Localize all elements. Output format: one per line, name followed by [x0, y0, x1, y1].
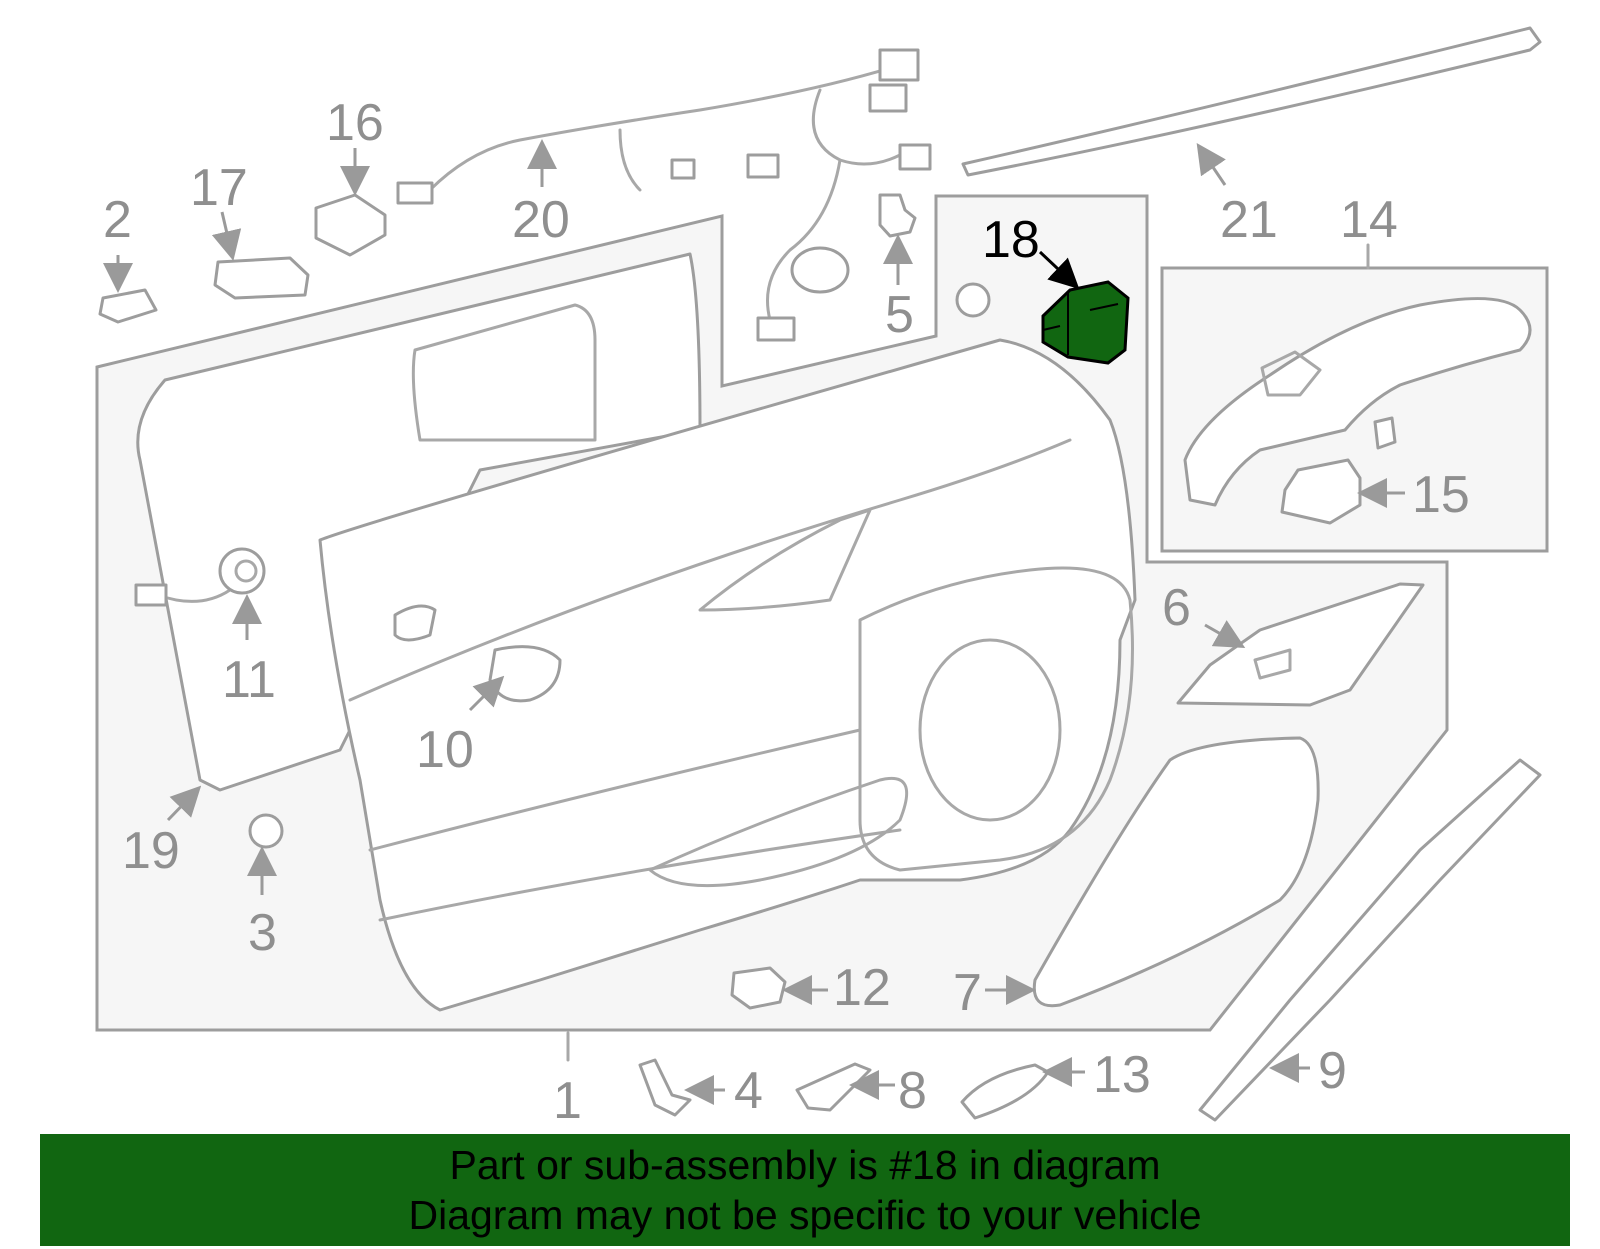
callout-18: 18 — [982, 211, 1040, 269]
callout-12: 12 — [833, 959, 891, 1017]
switch-17-part — [213, 256, 310, 300]
callout-13: 13 — [1093, 1046, 1151, 1104]
bezel-6-part — [1176, 582, 1425, 707]
leader-18 — [1038, 250, 1080, 290]
wiring-harness-branch-3 — [838, 153, 902, 166]
callout-5: 5 — [885, 286, 914, 344]
callout-17: 17 — [190, 159, 248, 217]
door-trim-armrest — [648, 777, 909, 888]
callout-14: 14 — [1340, 191, 1398, 249]
info-banner: Part or sub-assembly is #18 in diagram D… — [40, 1134, 1570, 1246]
switch-15-part — [1280, 458, 1362, 525]
banner-line-2: Diagram may not be specific to your vehi… — [408, 1192, 1202, 1238]
callout-19: 19 — [122, 822, 180, 880]
callout-20: 20 — [512, 191, 570, 249]
bezel-6-handle — [1253, 648, 1292, 680]
pushpin-3-part — [248, 813, 284, 849]
door-trim-inner-frame — [858, 566, 1134, 872]
speaker-opening — [918, 638, 1062, 822]
clip-2-part — [98, 288, 158, 324]
leader-21 — [1196, 143, 1227, 186]
door-trim-lower — [368, 728, 862, 852]
switch-bezel-part — [1183, 297, 1532, 507]
wiring-harness-branch-1 — [766, 88, 842, 322]
switch-bezel-opening — [1260, 350, 1322, 397]
door-lock-switch-18-detail — [1042, 293, 1119, 355]
callout-6: 6 — [1162, 579, 1191, 637]
callout-16: 16 — [326, 94, 384, 152]
leader-10 — [468, 675, 505, 712]
door-trim-panel-part — [318, 338, 1137, 1012]
wiring-harness-branch-2 — [618, 128, 642, 192]
callout-9: 9 — [1318, 1042, 1347, 1100]
callout-7: 7 — [953, 964, 982, 1022]
callout-21: 21 — [1220, 191, 1278, 249]
switch-12-part — [730, 966, 787, 1010]
leader-17 — [211, 211, 242, 261]
clip-14-part — [1373, 416, 1397, 450]
callout-15: 15 — [1412, 466, 1470, 524]
wiring-harness-part — [428, 63, 902, 192]
leader-6 — [1204, 620, 1246, 648]
callout-8: 8 — [898, 1062, 927, 1120]
callout-4: 4 — [734, 1062, 763, 1120]
switch-16-part — [314, 193, 387, 257]
harness-connector-a — [396, 181, 434, 205]
pushpin-5-part — [878, 193, 917, 238]
harness-connector-f — [756, 316, 796, 342]
callout-2: 2 — [103, 191, 132, 249]
seal-7-part — [1032, 736, 1320, 1008]
callout-10: 10 — [416, 721, 474, 779]
harness-connector-d — [746, 153, 780, 179]
connector-11 — [134, 583, 168, 607]
banner-line-1: Part or sub-assembly is #18 in diagram — [449, 1142, 1161, 1188]
leader-19 — [166, 785, 202, 822]
tweeter-11-part — [218, 547, 266, 595]
deflector-window-cut — [411, 303, 597, 442]
trim-9-part — [1198, 758, 1542, 1122]
door-lock-switch-18-highlight — [1041, 280, 1130, 365]
tweeter-11-inner — [234, 559, 258, 583]
door-trim-handle-bezel — [698, 508, 872, 612]
handle-13-part — [960, 1063, 1050, 1120]
callout-11: 11 — [222, 651, 276, 709]
handle-part — [393, 604, 437, 642]
cover-8-part — [795, 1062, 872, 1112]
screw-4-part — [638, 1058, 692, 1117]
harness-connector-c — [868, 83, 908, 113]
window-sweep-part — [961, 26, 1542, 177]
door-trim-upper-ledge — [348, 438, 1072, 702]
harness-grommet — [790, 246, 850, 294]
harness-connector-g — [670, 158, 696, 180]
harness-connector-b — [878, 48, 920, 82]
harness-connector-e — [898, 143, 932, 171]
door-trim-bottom — [378, 828, 902, 922]
pushpin-upper-part — [955, 282, 991, 318]
callout-3: 3 — [248, 904, 277, 962]
callout-1: 1 — [553, 1072, 582, 1130]
